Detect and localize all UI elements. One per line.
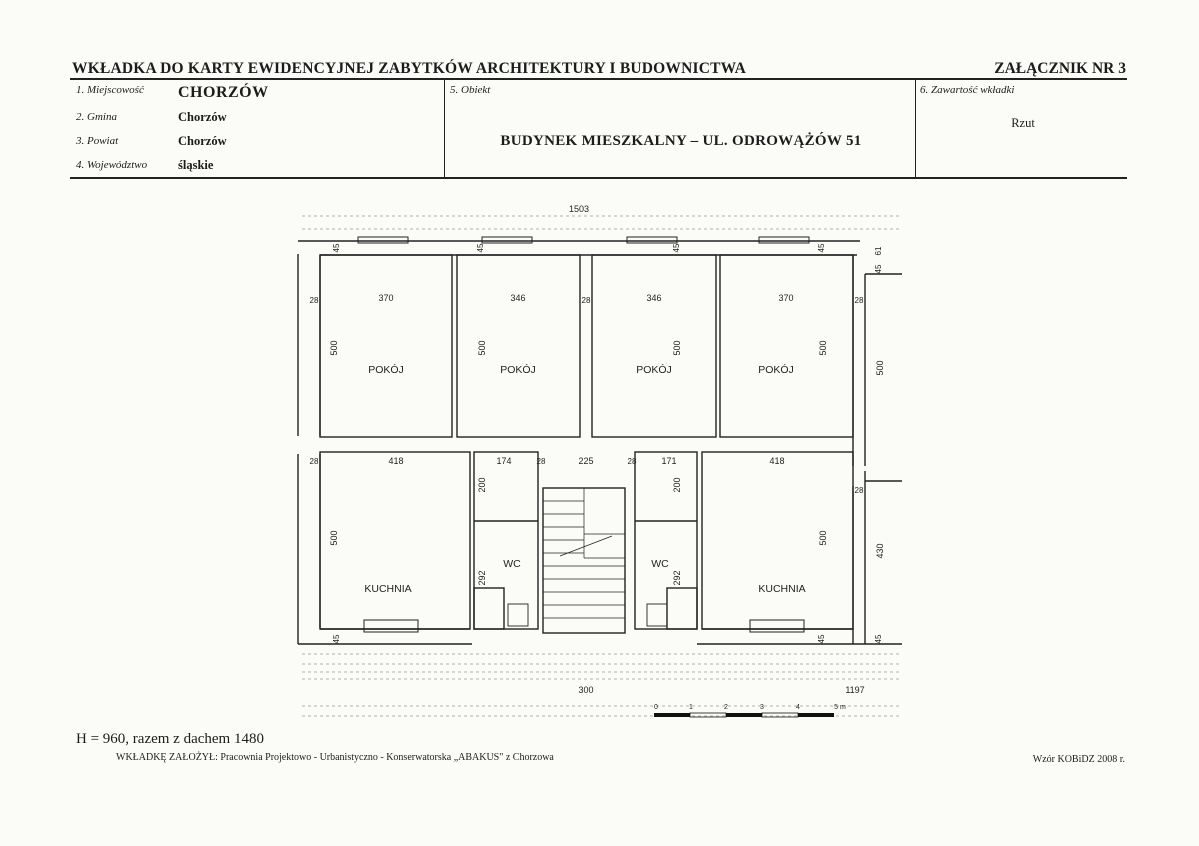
room-label-pokoj-4: POKÓJ	[758, 363, 794, 376]
dim-wall-inner: 28	[628, 457, 637, 466]
height-note: H = 960, razem z dachem 1480	[76, 731, 264, 747]
dim-room-depth: 500	[672, 340, 682, 355]
dim-right-kitchen-depth: 430	[875, 543, 885, 558]
zawartosc-value: Rzut	[1011, 116, 1035, 130]
room-label-kuchnia-right: KUCHNIA	[758, 583, 805, 595]
header-rule-top	[70, 78, 1127, 80]
kitchen-right-outline	[701, 451, 854, 630]
hall-left-outline	[473, 451, 539, 630]
kitchen-left-outline	[319, 451, 471, 630]
obiekt-value: BUDYNEK MIESZKALNY – UL. ODROWĄŻÓW 51	[500, 133, 862, 149]
windows-top	[357, 236, 810, 244]
dim-wc-depth: 292	[477, 570, 487, 585]
miejscowosc-value: CHORZÓW	[178, 84, 269, 101]
dim-room3-width: 346	[646, 293, 661, 303]
gmina-value: Chorzów	[178, 110, 227, 124]
scale-label-5: 5 m	[834, 704, 846, 711]
dim-wall-outer: 45	[672, 243, 681, 252]
dim-hall-depth: 200	[477, 477, 487, 492]
scale-label-1: 1	[689, 704, 693, 711]
dim-wall-outer: 45	[817, 243, 826, 252]
dim-wall-inner: 28	[310, 296, 319, 305]
annex-number: ZAŁĄCZNIK NR 3	[994, 60, 1126, 77]
gmina-label: 2. Gmina	[76, 111, 117, 123]
room-3-outline	[591, 254, 717, 438]
exterior-wall-bottom	[298, 628, 902, 645]
exterior-wall-right	[852, 255, 902, 644]
card-title: WKŁADKA DO KARTY EWIDENCYJNEJ ZABYTKÓW A…	[72, 60, 747, 77]
template-note: Wzór KOBiDZ 2008 r.	[1032, 754, 1125, 765]
reference-lines	[302, 215, 902, 717]
dim-bottom-right: 1197	[845, 685, 864, 695]
dim-room-depth: 500	[818, 340, 828, 355]
dim-room-depth: 500	[477, 340, 487, 355]
dim-hall-right-width: 171	[661, 456, 676, 466]
dim-kitchen-left-width: 418	[388, 456, 403, 466]
header-divider-2	[915, 79, 916, 178]
windows-bottom	[363, 619, 805, 633]
header-rule-bottom	[70, 177, 1127, 179]
floor-plan: 1503 370 346 346 370 418 174 225 171 418…	[297, 204, 902, 718]
obiekt-label: 5. Obiekt	[450, 84, 491, 96]
dim-wall-outer: 45	[476, 243, 485, 252]
header-divider-1	[444, 79, 445, 178]
dim-right-room-depth: 500	[875, 360, 885, 375]
scale-bar: 0 1 2 3 4 5 m	[654, 704, 846, 718]
dim-room4-width: 370	[778, 293, 793, 303]
stair-steps	[543, 488, 625, 619]
dim-room1-width: 370	[378, 293, 393, 303]
dim-kitchen-right-width: 418	[769, 456, 784, 466]
room-label-pokoj-2: POKÓJ	[500, 363, 536, 376]
dim-wall-outer: 45	[332, 634, 341, 643]
room-label-kuchnia-left: KUCHNIA	[364, 583, 411, 595]
dim-total-width: 1503	[569, 204, 589, 214]
dim-wall-outer: 45	[817, 634, 826, 643]
powiat-label: 3. Powiat	[76, 135, 119, 147]
wc-fixtures	[507, 603, 668, 627]
dim-wall-outer: 45	[874, 264, 883, 273]
wojewodztwo-value: śląskie	[178, 158, 214, 172]
dim-kitchen-depth: 500	[329, 530, 339, 545]
dim-wall-inner: 28	[582, 296, 591, 305]
scale-label-0: 0	[654, 704, 658, 711]
miejscowosc-label: 1. Miejscowość	[76, 84, 144, 96]
dim-room2-width: 346	[510, 293, 525, 303]
dim-hall-depth: 200	[672, 477, 682, 492]
zawartosc-label: 6. Zawartość wkładki	[920, 84, 1015, 96]
dim-side-wall: 61	[874, 246, 883, 255]
exterior-wall-left	[297, 254, 321, 644]
powiat-value: Chorzów	[178, 134, 227, 148]
dim-stair-width: 225	[578, 456, 593, 466]
scale-label-2: 2	[724, 704, 728, 711]
room-1-outline	[319, 254, 453, 438]
wojewodztwo-label: 4. Województwo	[76, 159, 148, 171]
room-label-pokoj-3: POKÓJ	[636, 363, 672, 376]
room-2-outline	[456, 254, 581, 438]
hall-right-outline	[634, 451, 698, 630]
dim-wall-inner: 28	[537, 457, 546, 466]
dim-wc-depth: 292	[672, 570, 682, 585]
dim-wall-inner: 28	[310, 457, 319, 466]
room-label-wc-right: WC	[651, 558, 669, 570]
dim-wall-outer: 45	[332, 243, 341, 252]
scale-label-3: 3	[760, 704, 764, 711]
room-4-outline	[719, 254, 854, 438]
dim-hall-left-width: 174	[496, 456, 511, 466]
dim-room-depth: 500	[329, 340, 339, 355]
room-label-pokoj-1: POKÓJ	[368, 363, 404, 376]
scale-label-4: 4	[796, 704, 800, 711]
dim-wall-inner: 28	[855, 296, 864, 305]
dim-wall-inner: 28	[855, 486, 864, 495]
dim-wall-outer: 45	[874, 634, 883, 643]
dim-bottom-left: 300	[578, 685, 593, 695]
room-label-wc-left: WC	[503, 558, 521, 570]
author-note: WKŁADKĘ ZAŁOŻYŁ: Pracownia Projektowo - …	[116, 752, 554, 763]
dim-kitchen-depth: 500	[818, 530, 828, 545]
